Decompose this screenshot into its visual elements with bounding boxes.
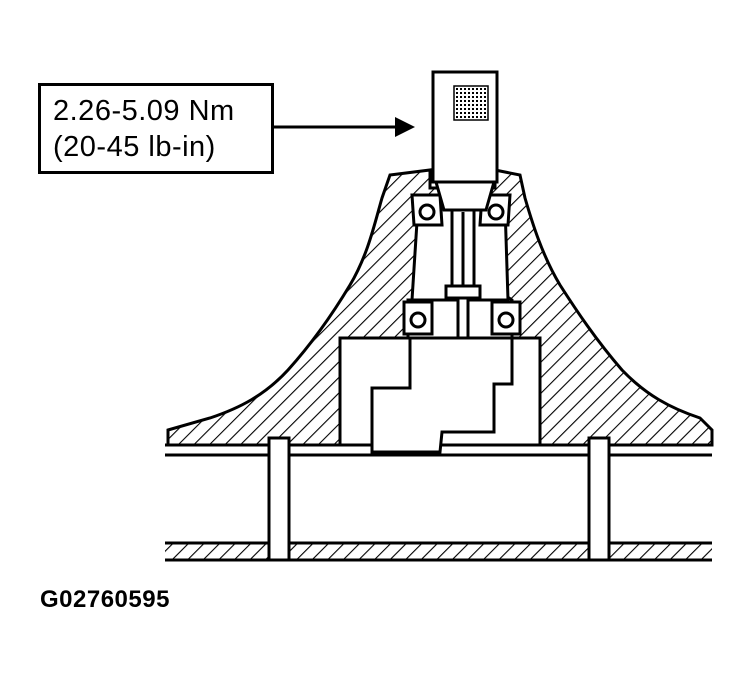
pipe-wall [165,443,712,562]
torque-nm-label: 2.26-5.09 Nm [53,94,235,127]
callout-arrow [274,117,415,137]
housing-boss [166,168,714,447]
sensor-body [370,336,514,454]
sensor-neck [434,180,496,212]
figure-id: G02760595 [40,586,170,613]
lower-seal [402,300,522,336]
torque-callout: 2.26-5.09 Nm (20-45 lb-in) [38,83,274,174]
torque-lbin-label: (20-45 lb-in) [53,130,216,163]
cap-knurl [453,85,489,121]
mounting-post [267,436,611,562]
pipe-lower-wall-hatch [165,544,712,559]
